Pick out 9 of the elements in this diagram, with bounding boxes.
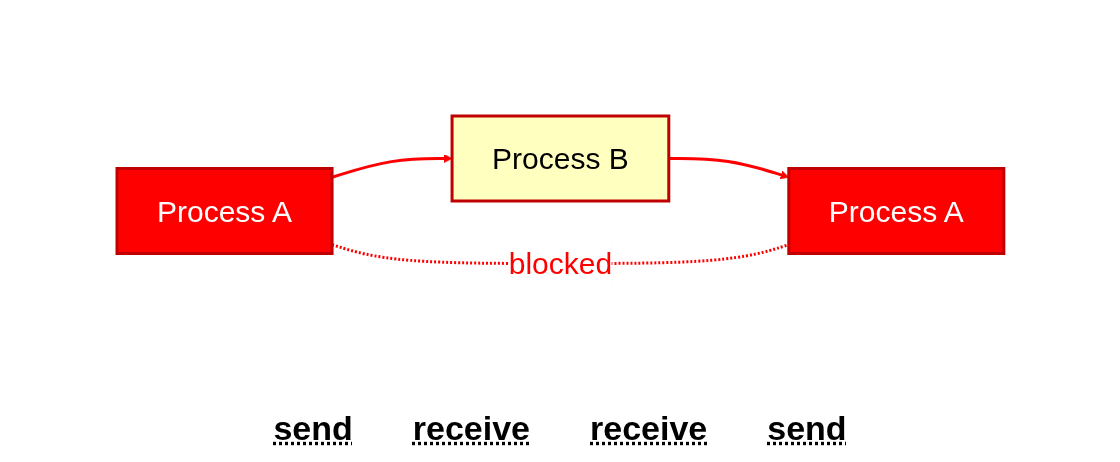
annotation-label: send	[767, 409, 847, 448]
arrow	[668, 156, 789, 179]
edge-label: blocked	[508, 246, 612, 280]
node-box: Process A	[115, 166, 334, 255]
annotation-label: send	[273, 409, 353, 448]
node-box: Process A	[786, 166, 1005, 255]
node-box: Process B	[450, 114, 670, 202]
annotation-label: receive	[590, 409, 708, 448]
annotation-label: receive	[412, 409, 530, 448]
